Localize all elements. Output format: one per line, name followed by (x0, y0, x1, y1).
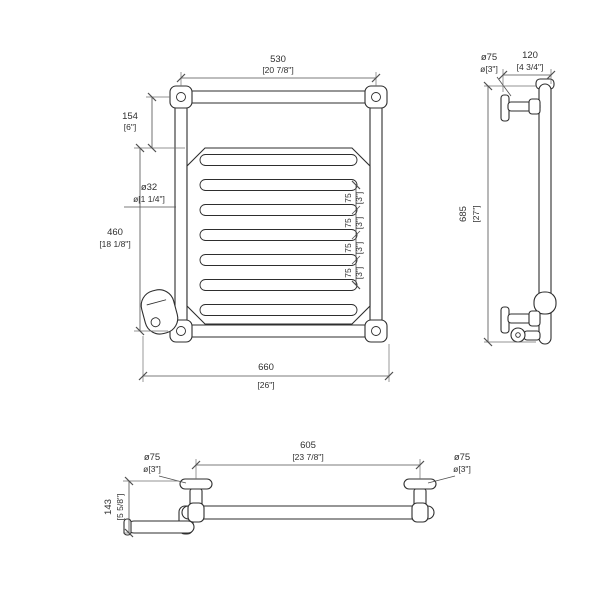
dim-plan-left-flange-in: ø[3"] (143, 464, 161, 474)
dim-side-flange-mm: ø75 (481, 52, 497, 63)
front-corner-fitting-top-right (364, 85, 388, 109)
dim-front-height-mm: 460 (107, 227, 123, 238)
dim-rung-spacing-3-mm: 75 (343, 243, 353, 253)
dim-plan-centers-mm: 605 (300, 440, 316, 451)
rung (199, 279, 358, 291)
rung (199, 179, 358, 191)
front-bottom-rail (174, 324, 382, 338)
rung (199, 154, 358, 166)
dim-rung-spacing-2-in: [3"] (354, 217, 364, 229)
dim-plan-depth-in: [5 5/8"] (115, 494, 125, 521)
dim-front-centers-mm: 530 (270, 54, 286, 65)
dim-front-tube-dia-mm: ø32 (141, 182, 157, 193)
plan-dimensions: 605 [23 7/8"] ø75 ø[3"] ø75 ø[3"] 143 [5… (103, 440, 471, 538)
front-left-tube (174, 90, 188, 338)
front-electric-element (140, 289, 179, 335)
plan-view (123, 478, 437, 536)
dim-rung-spacing-4-in: [3"] (354, 267, 364, 279)
dim-rung-spacing-3-in: [3"] (354, 242, 364, 254)
dim-front-tube-dia-in: ø[1 1/4"] (133, 194, 165, 204)
plan-main-tube (181, 505, 435, 520)
dim-rung-spacing-1-in: [3"] (354, 192, 364, 204)
front-right-tube (369, 90, 383, 338)
dim-plan-right-flange-in: ø[3"] (453, 464, 471, 474)
dim-plan-right-flange-mm: ø75 (454, 452, 470, 463)
plan-element-cap (123, 518, 132, 536)
plan-right-flange (403, 478, 437, 490)
side-view (500, 78, 557, 345)
dim-plan-depth-mm: 143 (103, 499, 114, 515)
rung (199, 254, 358, 266)
rung (199, 229, 358, 241)
dim-side-depth-mm: 120 (522, 50, 538, 61)
side-tube (538, 83, 552, 345)
side-valve (510, 327, 541, 343)
dim-front-offset-mm: 154 (122, 111, 138, 122)
side-dimensions: ø75 ø[3"] 120 [4 3/4"] 685 [27"] (458, 50, 556, 347)
dim-front-overall-mm: 660 (258, 362, 274, 373)
front-corner-fitting-top-left (169, 85, 193, 109)
rung (199, 204, 358, 216)
side-top-wall-bracket (500, 94, 541, 122)
front-view (140, 85, 388, 343)
dim-rung-spacing-1-mm: 75 (343, 193, 353, 203)
dim-side-height-in: [27"] (471, 205, 481, 222)
dim-front-offset-in: [6"] (124, 122, 136, 132)
front-top-rail (174, 90, 382, 104)
dim-side-height-mm: 685 (458, 206, 469, 222)
side-bottom-wall-bracket (500, 306, 541, 334)
dim-rung-spacing-4-mm: 75 (343, 268, 353, 278)
plan-left-flange (179, 478, 213, 490)
side-element-pocket (533, 291, 557, 315)
dim-plan-centers-in: [23 7/8"] (292, 452, 323, 462)
dim-plan-left-flange-mm: ø75 (144, 452, 160, 463)
rung (199, 304, 358, 316)
dim-rung-spacing-2-mm: 75 (343, 218, 353, 228)
plan-left-junction (187, 502, 205, 523)
dim-front-overall-in: [26"] (257, 380, 274, 390)
plan-right-junction (411, 502, 429, 523)
front-corner-fitting-bottom-right (364, 319, 388, 343)
dim-front-height-in: [18 1/8"] (99, 239, 130, 249)
dim-side-depth-in: [4 3/4"] (517, 62, 544, 72)
front-dimensions: 530 [20 7/8"] 154 [6"] ø32 ø[1 1/4"] 460… (99, 54, 394, 390)
dim-side-flange-in: ø[3"] (480, 64, 498, 74)
plan-electric-element (127, 520, 195, 534)
dim-front-centers-in: [20 7/8"] (262, 65, 293, 75)
